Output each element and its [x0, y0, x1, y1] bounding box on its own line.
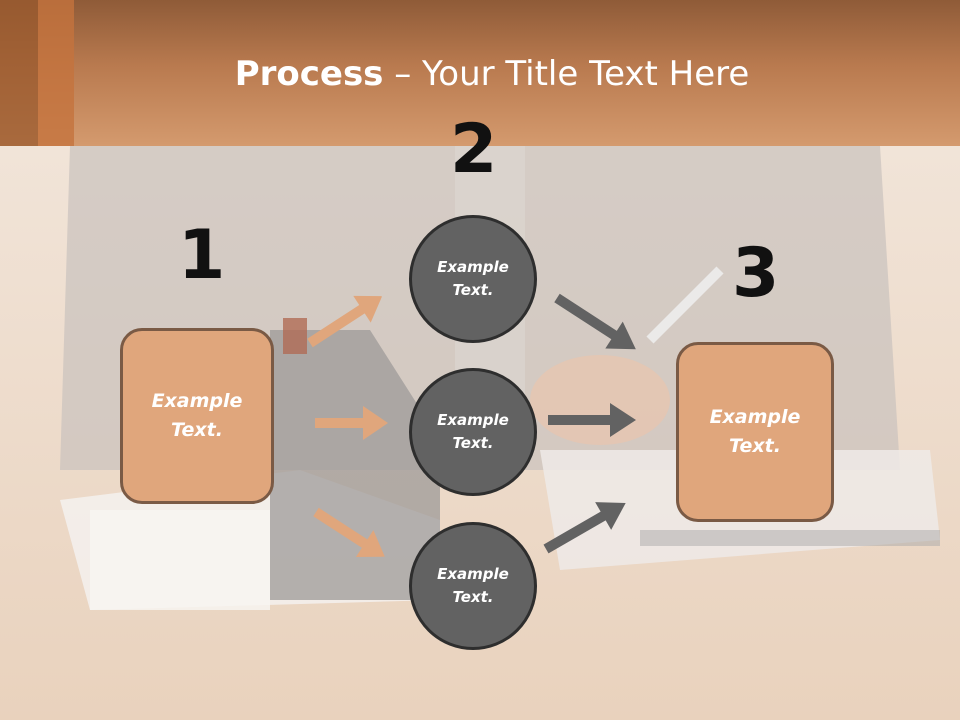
header-bar — [0, 0, 960, 146]
circle-2-text: Example Text. — [437, 409, 509, 455]
arrow-to-circle-2 — [315, 406, 388, 440]
circle-3-text-line2: Text. — [452, 588, 494, 606]
arrow-from-circle-1 — [554, 293, 636, 350]
step-number-1: 1 — [178, 216, 226, 295]
step-3-box[interactable]: Example Text. — [676, 342, 834, 522]
step-3-text-line1: Example — [709, 406, 801, 428]
circle-1-text: Example Text. — [437, 256, 509, 302]
circle-1-text-line2: Text. — [452, 281, 494, 299]
step-3-text: Example Text. — [710, 403, 801, 461]
step-2-circle-3[interactable]: Example Text. — [409, 522, 537, 650]
step-1-text: Example Text. — [152, 387, 243, 445]
header-accent-strip — [38, 0, 74, 146]
step-number-2: 2 — [450, 110, 498, 189]
step-number-3: 3 — [732, 234, 780, 313]
circle-3-text-line1: Example — [437, 565, 509, 583]
circle-3-text: Example Text. — [437, 563, 509, 609]
step-3-text-line2: Text. — [729, 435, 781, 457]
arrow-from-circle-2 — [548, 403, 636, 437]
slide-title[interactable]: Process – Your Title Text Here — [0, 54, 960, 94]
slide-title-bold: Process — [234, 54, 384, 94]
step-1-text-line2: Text. — [171, 419, 223, 441]
header-accent-strip — [0, 0, 38, 146]
circle-2-text-line2: Text. — [452, 434, 494, 452]
step-1-box[interactable]: Example Text. — [120, 328, 274, 504]
slide-title-rest: – Your Title Text Here — [383, 54, 750, 94]
step-2-circle-1[interactable]: Example Text. — [409, 215, 537, 343]
circle-1-text-line1: Example — [437, 258, 509, 276]
step-1-text-line1: Example — [151, 390, 243, 412]
arrow-to-circle-1 — [307, 295, 383, 348]
arrow-from-circle-3 — [543, 502, 626, 554]
circle-2-text-line1: Example — [437, 411, 509, 429]
step-2-circle-2[interactable]: Example Text. — [409, 368, 537, 496]
arrow-to-circle-3 — [313, 507, 385, 558]
